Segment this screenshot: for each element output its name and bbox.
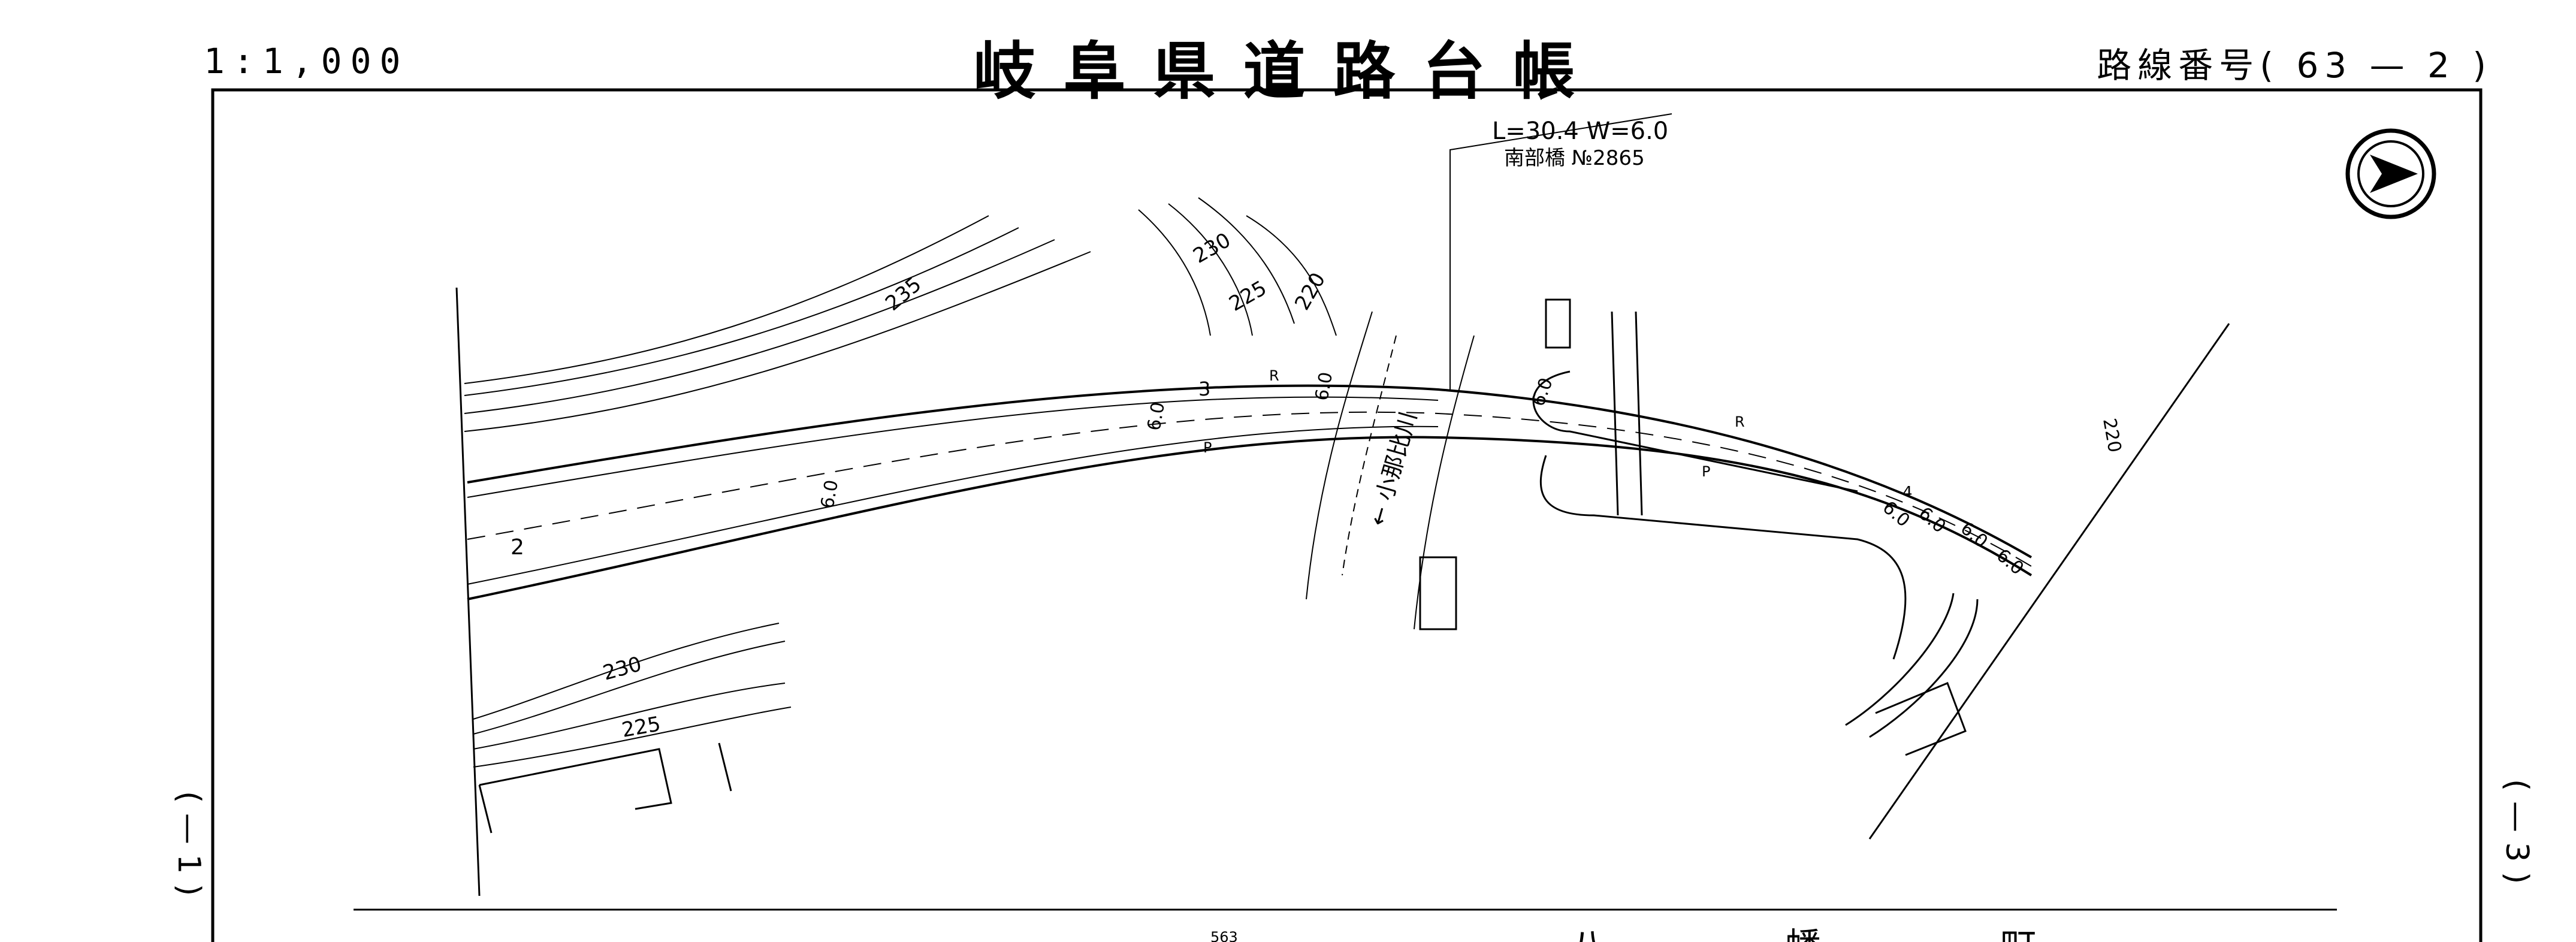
contour-label: 220 <box>1290 268 1330 314</box>
road-mark: P <box>1702 463 1710 480</box>
contour-label: 230 <box>1189 228 1235 268</box>
route-number: 路線番号( 63 — 2 ) <box>2097 45 2492 86</box>
edge-mark-right: ( — 3 ) <box>2499 779 2535 884</box>
width-label: 6.0 <box>1528 375 1557 409</box>
bridge-dimensions: L=30.4 W=6.0 <box>1492 117 1668 145</box>
sheet-header: 1:1,000 岐阜県道路台帳 路線番号( 63 — 2 ) <box>0 0 2576 108</box>
left-width-label: 2 <box>511 535 524 560</box>
contour-label: 225 <box>620 712 663 742</box>
contour-label: 220 <box>2098 416 2125 454</box>
main-road <box>467 384 2033 600</box>
scale-label: 1:1,000 <box>204 41 409 81</box>
lane-label: 3 <box>1198 378 1210 400</box>
road-mark: 4 <box>1902 484 1913 502</box>
bridge <box>1419 298 1643 630</box>
lot-number: 563 <box>1210 929 1238 942</box>
width-label: 6.0 <box>817 478 842 510</box>
right-edge-line <box>1868 323 2230 840</box>
bridge-name: 南部橋 №2865 <box>1504 146 1645 170</box>
left-reference-line <box>455 287 481 896</box>
map-frame <box>211 88 2483 942</box>
branch-road <box>1532 370 1979 738</box>
edge-mark-left: ( — 1 ) <box>171 791 207 896</box>
road-mark: P <box>1203 439 1212 456</box>
width-label: 6.0 <box>1956 518 1992 552</box>
width-label: 6.0 <box>1992 545 2028 579</box>
north-arrow-icon <box>2345 128 2436 219</box>
sheet-title: 岐阜県道路台帳 <box>973 35 1603 108</box>
bridge-leader <box>1449 113 1672 390</box>
road-mark: R <box>1735 413 1745 430</box>
width-label: 6.0 <box>1914 503 1950 537</box>
lower-contours <box>473 623 792 768</box>
contour-label: 230 <box>600 652 644 685</box>
road-mark: R <box>1269 367 1279 384</box>
width-label: 6.0 <box>1143 400 1169 432</box>
upper-contours <box>464 197 1337 432</box>
buildings <box>478 682 1967 834</box>
town-name: 八 幡 町 <box>1570 926 2120 942</box>
contour-label: 225 <box>1225 276 1271 316</box>
width-label: 6.0 <box>1311 370 1337 402</box>
